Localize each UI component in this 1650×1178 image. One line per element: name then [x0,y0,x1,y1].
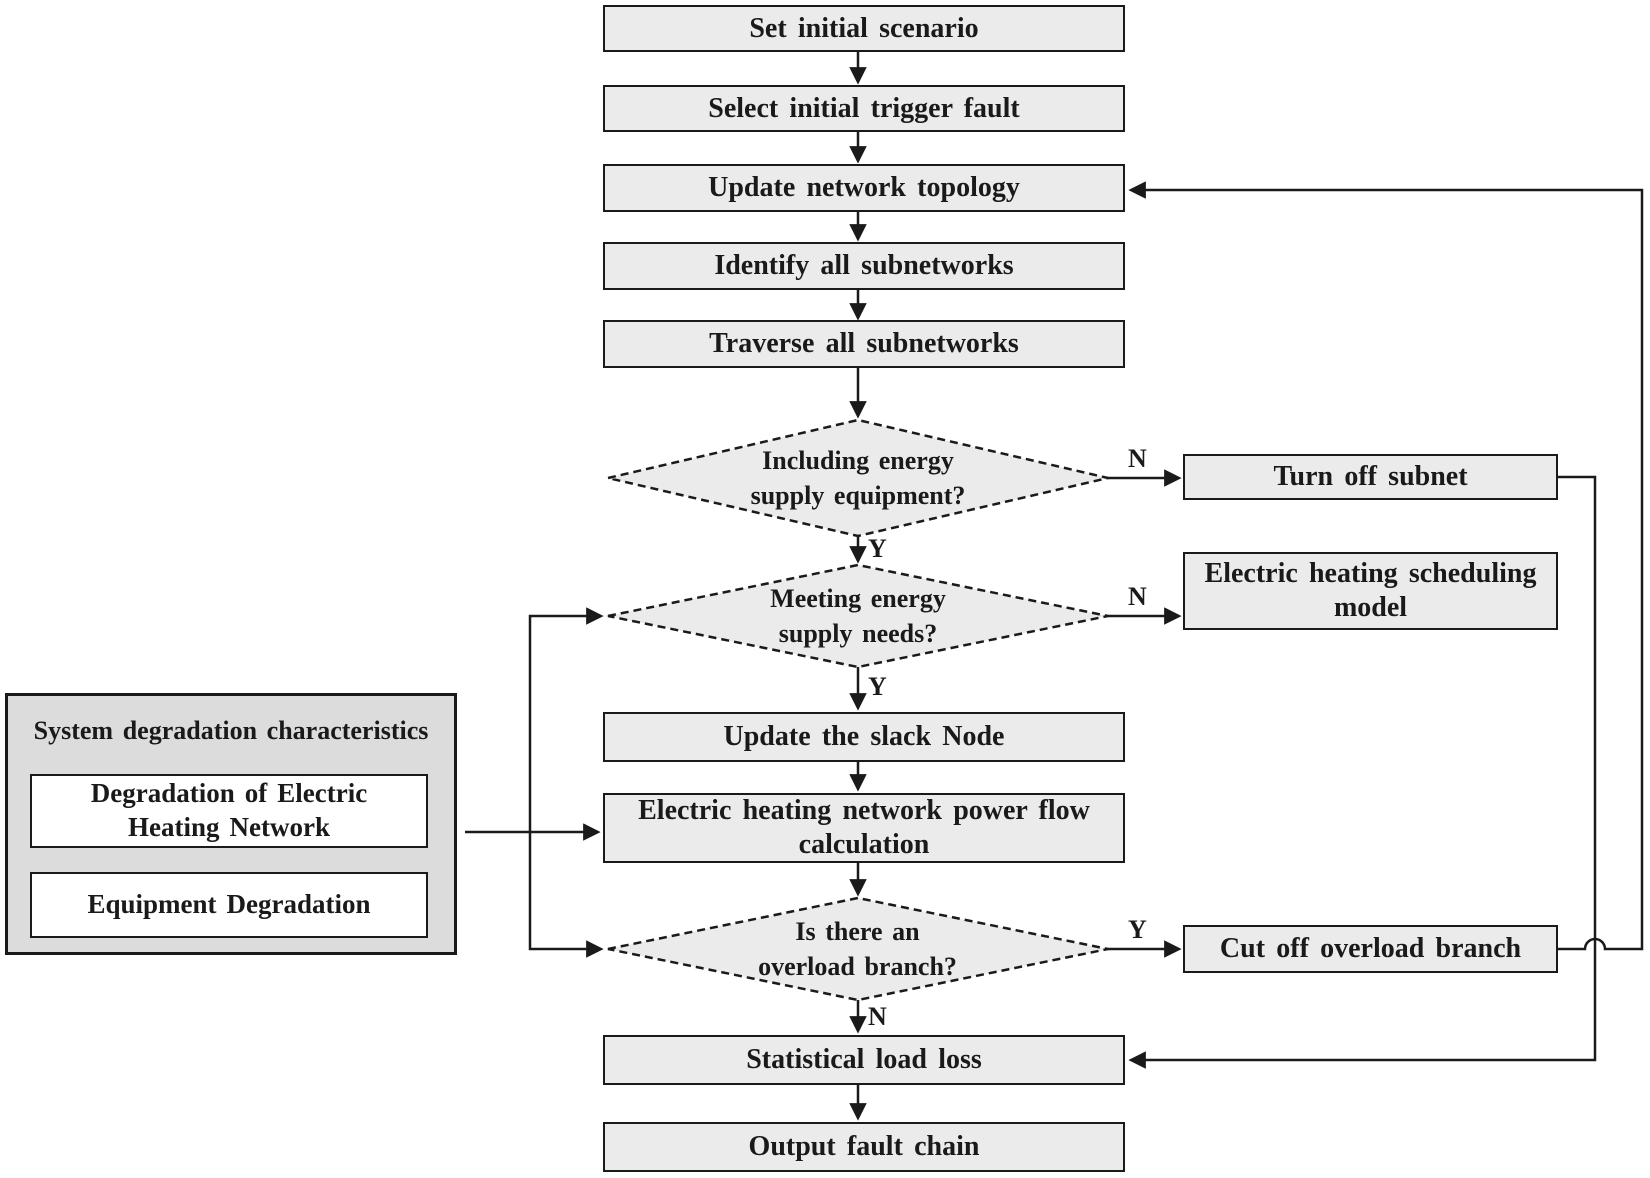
decision-including-energy-label: Including energy supply equipment? [750,445,966,510]
node-update-slack-node: Update the slack Node [603,712,1125,762]
node-traverse-all-subnetworks: Traverse all subnetworks [603,320,1125,368]
connector-panel-to-decision3 [528,832,604,958]
system-degradation-panel-title: System degradation characteristics [33,716,429,745]
node-statistical-load-loss: Statistical load loss [603,1035,1125,1085]
connector-turnoff-to-loadloss [1128,475,1597,1069]
branch-label-decision3-no: N [868,1002,887,1031]
node-power-flow-calculation: Electric heating network power flow calc… [603,793,1125,863]
connector-cutoff-to-topology [1128,181,1644,951]
panel-item-equipment-degradation: Equipment Degradation [30,872,428,938]
node-set-initial-scenario: Set initial scenario [603,5,1125,52]
node-cut-off-overload-branch: Cut off overload branch [1183,925,1558,973]
decision-meeting-needs-label: Meeting energy supply needs? [770,583,946,648]
decision-overload-branch-label: Is there an overload branch? [758,916,957,981]
node-identify-all-subnetworks: Identify all subnetworks [603,242,1125,290]
node-select-initial-trigger-fault: Select initial trigger fault [603,85,1125,132]
branch-label-decision1-no: N [1128,444,1147,473]
node-update-network-topology: Update network topology [603,164,1125,212]
node-electric-heating-scheduling-model: Electric heating scheduling model [1183,552,1558,630]
branch-label-decision2-yes: Y [868,672,887,701]
panel-item-network-degradation: Degradation of Electric Heating Network [30,774,428,848]
system-degradation-panel: System degradation characteristics Degra… [5,693,457,955]
connector-panel-to-decision2 [528,607,604,832]
node-turn-off-subnet: Turn off subnet [1183,454,1558,500]
branch-label-decision1-yes: Y [868,534,887,563]
branch-label-decision3-yes: Y [1128,915,1147,944]
branch-label-decision2-no: N [1128,582,1147,611]
node-output-fault-chain: Output fault chain [603,1122,1125,1172]
